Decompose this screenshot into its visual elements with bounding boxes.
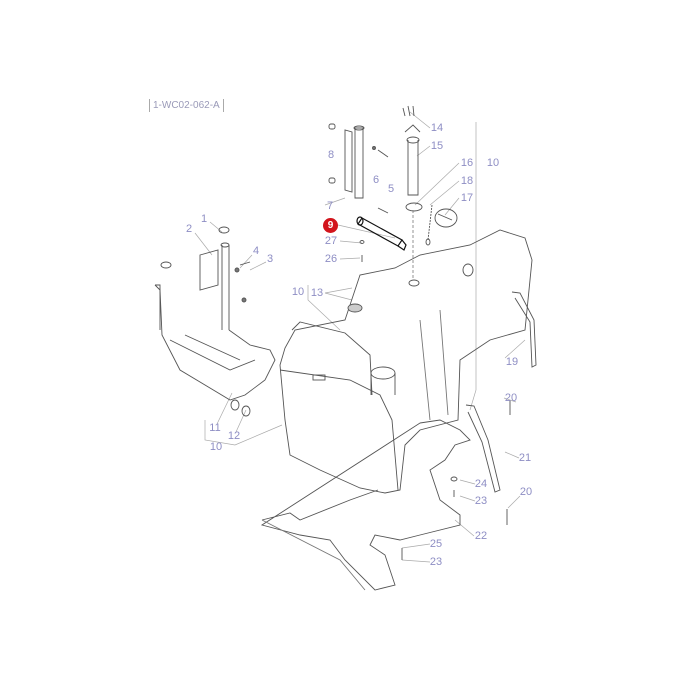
fuel-sender — [402, 105, 423, 287]
part-label-19[interactable]: 19 — [505, 356, 519, 368]
part-label-13[interactable]: 13 — [310, 287, 324, 299]
part-label-2[interactable]: 2 — [185, 223, 193, 235]
part-label-7[interactable]: 7 — [326, 200, 334, 212]
fuel-tank — [279, 229, 533, 494]
part-label-18[interactable]: 18 — [460, 175, 474, 187]
part-label-20-upper[interactable]: 20 — [504, 392, 518, 404]
part-label-21[interactable]: 21 — [518, 452, 532, 464]
part-label-22[interactable]: 22 — [474, 530, 488, 542]
part-label-20-lower[interactable]: 20 — [519, 486, 533, 498]
step-bracket — [154, 226, 276, 401]
part-label-6[interactable]: 6 — [372, 174, 380, 186]
part-label-10-top[interactable]: 10 — [486, 157, 500, 169]
part-label-10-mid[interactable]: 10 — [291, 286, 305, 298]
part-label-11[interactable]: 11 — [209, 422, 221, 434]
part-label-4[interactable]: 4 — [252, 245, 260, 257]
part-label-3[interactable]: 3 — [266, 253, 274, 265]
straps — [465, 291, 537, 525]
part-label-16[interactable]: 16 — [460, 157, 474, 169]
part-label-9-highlighted[interactable]: 9 — [323, 218, 338, 233]
part-label-8[interactable]: 8 — [327, 149, 335, 161]
part-label-24[interactable]: 24 — [474, 478, 488, 490]
seals — [230, 240, 458, 560]
filler-cap — [425, 204, 458, 246]
part-label-12[interactable]: 12 — [227, 430, 241, 442]
part-label-14[interactable]: 14 — [430, 122, 444, 134]
part-label-5[interactable]: 5 — [387, 183, 395, 195]
part-label-15[interactable]: 15 — [430, 140, 444, 152]
part-label-23-upper[interactable]: 23 — [474, 495, 488, 507]
part-label-17[interactable]: 17 — [460, 192, 474, 204]
part-9-tube — [356, 216, 407, 251]
leader-lines — [194, 111, 526, 563]
part-label-27[interactable]: 27 — [324, 235, 338, 247]
reference-code: 1-WC02-062-A — [149, 99, 224, 112]
part-label-1[interactable]: 1 — [200, 213, 208, 225]
part-label-25[interactable]: 25 — [429, 538, 443, 550]
floor-plate — [260, 419, 471, 591]
part-label-23-lower[interactable]: 23 — [429, 556, 443, 568]
part-label-26[interactable]: 26 — [324, 253, 338, 265]
vent-tube — [328, 123, 389, 214]
part-label-10-bottom[interactable]: 10 — [209, 441, 223, 453]
